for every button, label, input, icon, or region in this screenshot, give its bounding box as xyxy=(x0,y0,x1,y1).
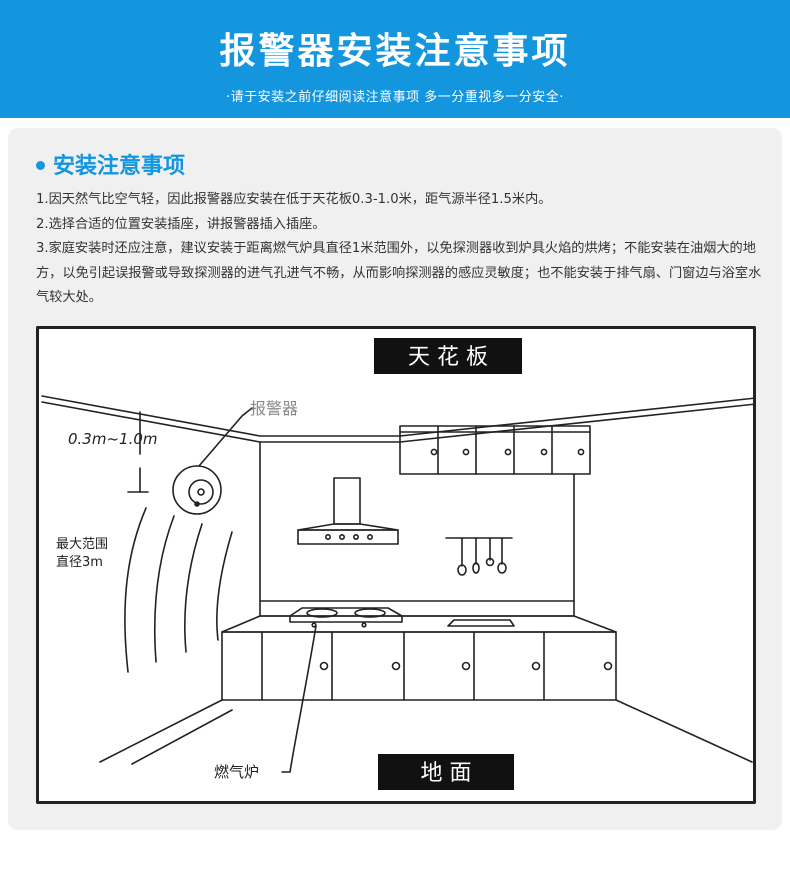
counter-top xyxy=(221,615,617,633)
alarm-label: 报警器 xyxy=(250,399,298,418)
alarm-device xyxy=(172,465,222,515)
ceiling-line xyxy=(41,395,757,437)
ceiling-label: 天 花 板 xyxy=(408,345,488,370)
floor-label-box xyxy=(378,754,514,790)
range-label-line2: 直径3m xyxy=(56,555,103,570)
diagram-frame xyxy=(36,326,756,804)
section-heading-text: 安装注意事项 xyxy=(53,154,186,179)
notes-list: 1.因天然气比空气轻，因此报警器应安装在低于天花板0.3-1.0米，距气源半径1… xyxy=(36,188,764,311)
range-hood xyxy=(333,477,361,525)
stove-label: 燃气炉 xyxy=(214,763,259,781)
page-title: 报警器安装注意事项 xyxy=(219,31,571,72)
floor-line-right xyxy=(615,699,753,763)
base-cabinets xyxy=(221,631,617,701)
note-item: 3.家庭安装时还应注意，建议安装于距离燃气炉具直径1米范围外，以免探测器收到炉具… xyxy=(36,241,762,305)
gas-stove xyxy=(289,607,403,623)
range-arc xyxy=(124,507,147,673)
section-heading: 安装注意事项 xyxy=(36,148,185,180)
floor-line-left xyxy=(99,699,223,763)
ceiling-line-inner xyxy=(41,401,757,443)
ceiling-label-box xyxy=(374,338,522,374)
kitchen-illustration: 天 花 板 地 面 报警器 0.3m~1.0m 最大范围 直径3m 燃气炉 xyxy=(36,326,757,804)
note-item: 2.选择合适的位置安装插座，讲报警器插入插座。 xyxy=(36,216,326,232)
upper-cabinets xyxy=(399,425,591,475)
range-label-line1: 最大范围 xyxy=(56,537,108,552)
floor-label: 地 面 xyxy=(421,761,472,786)
distance-label: 0.3m~1.0m xyxy=(68,430,158,448)
installation-diagram: 天 花 板 地 面 报警器 0.3m~1.0m 最大范围 直径3m 燃气炉 xyxy=(36,326,757,804)
note-item: 1.因天然气比空气轻，因此报警器应安装在低于天花板0.3-1.0米，距气源半径1… xyxy=(36,192,552,207)
sink xyxy=(447,619,515,627)
header-banner: 报警器安装注意事项 ·请于安装之前仔细阅读注意事项 多一分重视多一分安全· xyxy=(0,0,790,118)
page-subtitle: ·请于安装之前仔细阅读注意事项 多一分重视多一分安全· xyxy=(226,90,564,105)
bullet-dot-icon xyxy=(36,160,45,170)
